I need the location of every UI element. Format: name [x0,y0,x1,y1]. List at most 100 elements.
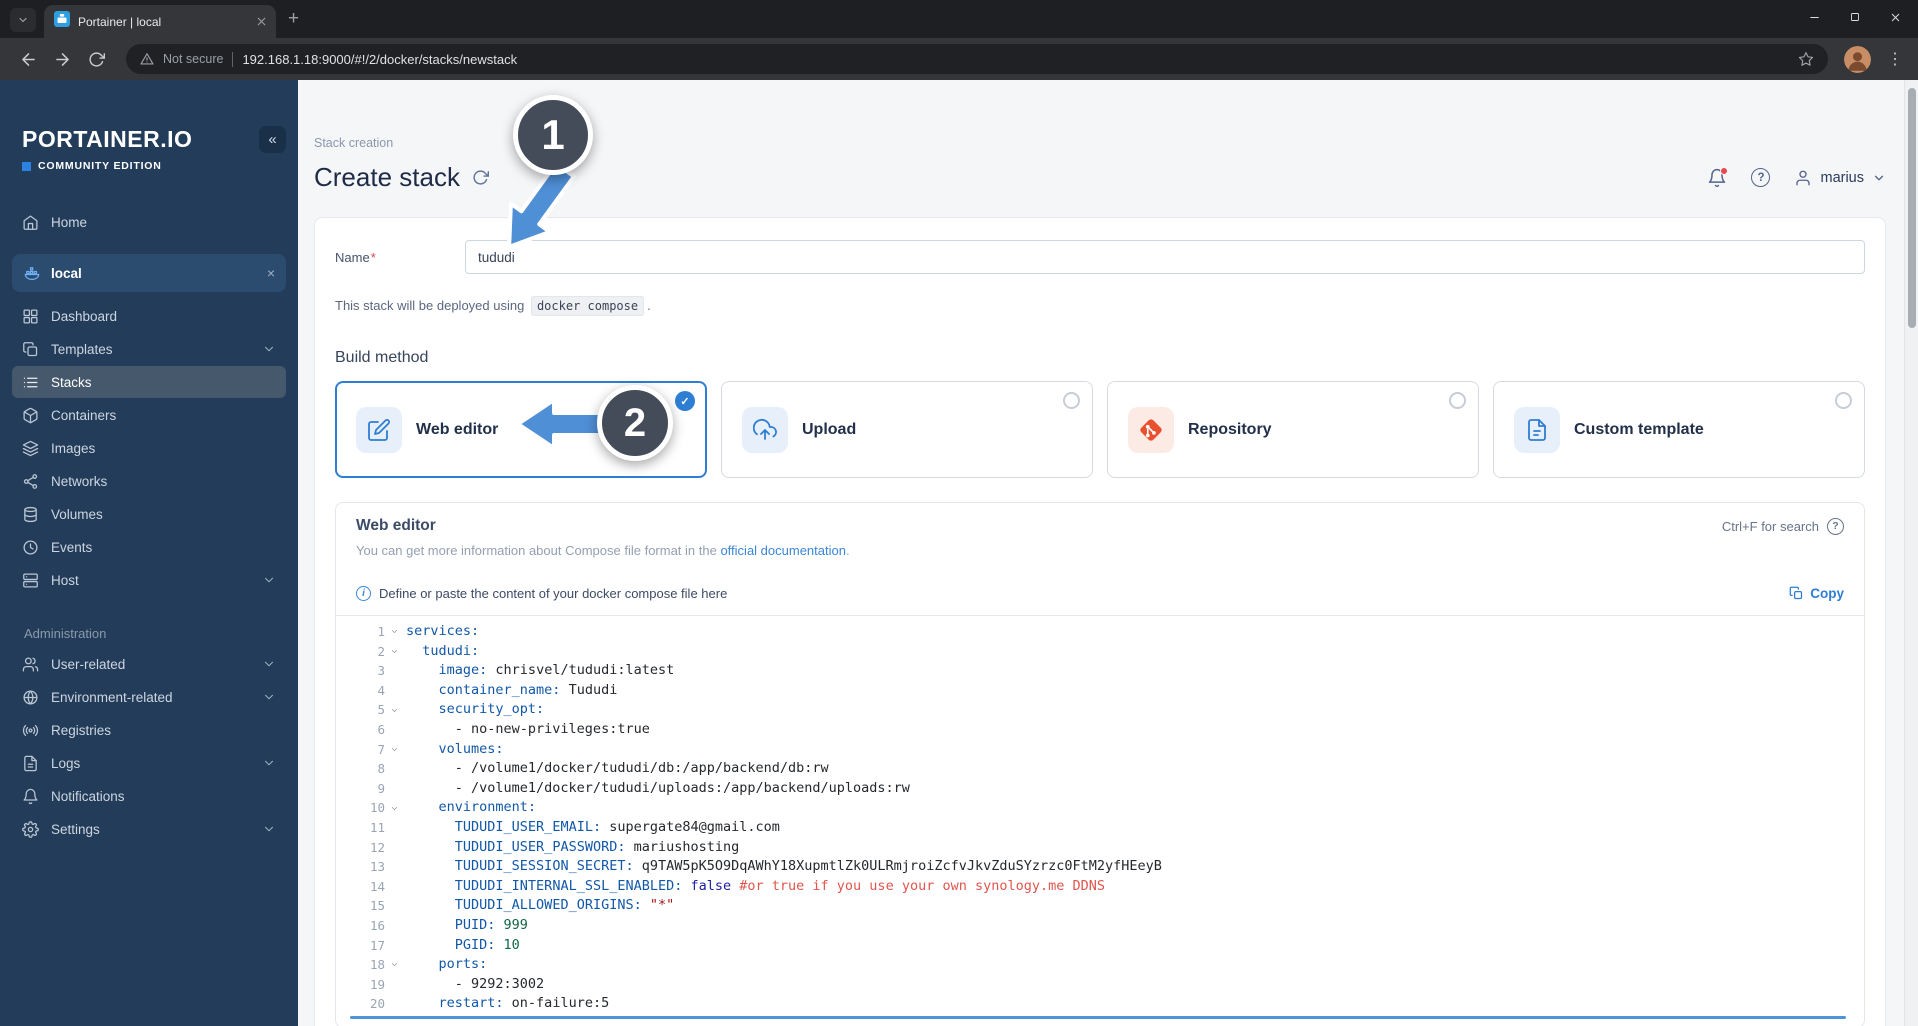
sidebar-collapse-button[interactable]: « [259,126,286,153]
web-editor-section: Web editor Ctrl+F for search ? You can g… [335,502,1865,1026]
build-method-repository[interactable]: Repository [1107,381,1479,478]
copy-button[interactable]: Copy [1789,586,1844,601]
code-text: - /volume1/docker/tududi/uploads:/app/ba… [406,779,910,799]
radio-button-unselected[interactable] [1449,392,1466,409]
code-line[interactable]: 19 - 9292:3002 [336,975,1864,995]
official-documentation-link[interactable]: official documentation [720,543,846,558]
sidebar-item-label: Home [51,215,276,230]
bookmark-star-icon[interactable] [1798,51,1814,67]
code-line[interactable]: 11 TUDUDI_USER_EMAIL: supergate84@gmail.… [336,818,1864,838]
code-line[interactable]: 15 TUDUDI_ALLOWED_ORIGINS: "*" [336,896,1864,916]
build-method-upload[interactable]: Upload [721,381,1093,478]
browser-profile-avatar[interactable] [1844,46,1871,73]
code-line[interactable]: 17 PGID: 10 [336,936,1864,956]
code-line[interactable]: 7 volumes: [336,740,1864,760]
code-line[interactable]: 12 TUDUDI_USER_PASSWORD: mariushosting [336,838,1864,858]
sidebar-item-host[interactable]: Host [12,564,286,596]
window-close-button[interactable] [1889,11,1902,24]
search-hint-text: Ctrl+F for search [1722,519,1819,534]
sidebar-item-settings[interactable]: Settings [12,813,286,845]
code-line[interactable]: 1services: [336,622,1864,642]
code-text: security_opt: [406,700,544,720]
code-line[interactable]: 8 - /volume1/docker/tududi/db:/app/backe… [336,759,1864,779]
code-line[interactable]: 10 environment: [336,798,1864,818]
code-line[interactable]: 6 - no-new-privileges:true [336,720,1864,740]
sidebar-item-notifications[interactable]: Notifications [12,780,286,812]
sidebar-item-environment-related[interactable]: Environment-related [12,681,286,713]
code-line[interactable]: 16 PUID: 999 [336,916,1864,936]
sidebar-item-images[interactable]: Images [12,432,286,464]
environment-selector[interactable]: local × [12,254,286,292]
stack-name-input[interactable] [465,240,1865,274]
code-line[interactable]: 4 container_name: Tududi [336,681,1864,701]
code-text: restart: on-failure:5 [406,994,609,1014]
scrollbar-thumb[interactable] [1908,88,1916,328]
build-method-label: Repository [1188,421,1272,439]
build-method-web-editor[interactable]: Web editor✓ [335,381,707,478]
url-text[interactable]: 192.168.1.18:9000/#!/2/docker/stacks/new… [242,52,1789,67]
sidebar-item-containers[interactable]: Containers [12,399,286,431]
browser-menu-icon[interactable]: ⋮ [1887,49,1904,69]
code-line[interactable]: 13 TUDUDI_SESSION_SECRET: q9TAW5pK5O9DqA… [336,857,1864,877]
browser-tab[interactable]: Portainer | local [44,5,276,38]
tab-search-button[interactable] [10,8,36,32]
radio-button-unselected[interactable] [1063,392,1080,409]
fold-chevron-icon[interactable] [387,804,402,813]
fold-chevron-icon[interactable] [387,745,402,754]
code-line[interactable]: 5 security_opt: [336,700,1864,720]
fold-chevron-icon[interactable] [387,706,402,715]
code-line[interactable]: 18 ports: [336,955,1864,975]
line-number: 15 [357,896,385,916]
line-number: 7 [357,740,385,760]
environment-close-icon[interactable]: × [267,265,275,281]
sidebar-item-stacks[interactable]: Stacks [12,366,286,398]
editor-scrollbar[interactable] [350,1016,1846,1019]
sidebar-item-registries[interactable]: Registries [12,714,286,746]
sidebar-item-events[interactable]: Events [12,531,286,563]
fold-chevron-icon[interactable] [387,960,402,969]
sidebar-item-home[interactable]: Home [12,206,286,238]
reload-button[interactable] [82,45,110,73]
code-line[interactable]: 20 restart: on-failure:5 [336,994,1864,1014]
sidebar-item-logs[interactable]: Logs [12,747,286,779]
help-icon[interactable]: ? [1751,168,1770,187]
sidebar-nav: Home local × DashboardTemplatesStacksCon… [0,206,298,845]
tab-close-icon[interactable] [255,15,268,28]
sidebar-item-volumes[interactable]: Volumes [12,498,286,530]
sidebar-item-user-related[interactable]: User-related [12,648,286,680]
host-icon [22,572,39,589]
window-minimize-button[interactable] [1808,11,1821,24]
not-secure-warning-icon[interactable] [140,52,154,66]
code-line[interactable]: 2 tududi: [336,642,1864,662]
fold-chevron-icon[interactable] [387,647,402,656]
radio-button-unselected[interactable] [1835,392,1852,409]
sidebar-item-templates[interactable]: Templates [12,333,286,365]
user-menu[interactable]: marius [1794,169,1886,187]
page-scrollbar[interactable] [1904,80,1918,1026]
chevron-down-icon [262,690,276,704]
sidebar-item-label: Images [51,441,276,456]
address-bar[interactable]: Not secure 192.168.1.18:9000/#!/2/docker… [126,44,1828,74]
code-text: PGID: 10 [406,936,520,956]
line-gutter: 3 [336,661,406,681]
code-line[interactable]: 14 TUDUDI_INTERNAL_SSL_ENABLED: false #o… [336,877,1864,897]
compose-code-editor[interactable]: 1services:2 tududi:3 image: chrisvel/tud… [336,615,1864,1014]
help-icon[interactable]: ? [1827,518,1844,535]
notifications-bell-icon[interactable] [1707,168,1727,188]
required-asterisk: * [371,250,376,265]
code-line[interactable]: 3 image: chrisvel/tududi:latest [336,661,1864,681]
refresh-icon[interactable] [472,169,489,186]
window-maximize-button[interactable] [1849,11,1861,23]
breadcrumb[interactable]: Stack creation [314,136,1886,150]
not-secure-label[interactable]: Not secure [163,52,223,66]
copy-label: Copy [1810,586,1844,601]
tab-title: Portainer | local [78,15,247,29]
build-method-custom-template[interactable]: Custom template [1493,381,1865,478]
sidebar-item-dashboard[interactable]: Dashboard [12,300,286,332]
back-button[interactable] [14,45,42,73]
code-line[interactable]: 9 - /volume1/docker/tududi/uploads:/app/… [336,779,1864,799]
fold-chevron-icon[interactable] [387,627,402,636]
sidebar-item-networks[interactable]: Networks [12,465,286,497]
new-tab-button[interactable]: + [288,8,299,30]
forward-button[interactable] [48,45,76,73]
